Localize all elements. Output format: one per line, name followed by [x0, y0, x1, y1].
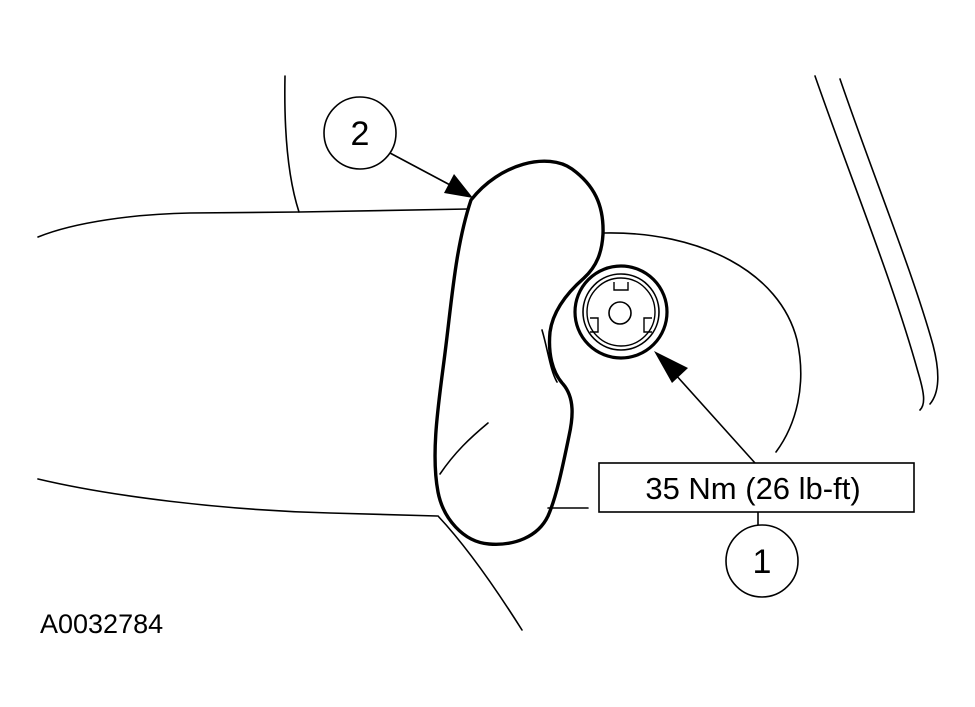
callout-2-bubble — [323, 96, 397, 170]
torque-spec-box — [598, 462, 915, 513]
callout-1-number: 1 — [753, 543, 772, 581]
nut-bore — [608, 301, 632, 325]
knuckle-arc — [603, 232, 802, 453]
leader-lines — [389, 152, 759, 526]
right-panel-outer-edge — [814, 75, 925, 411]
nut-outer-ring — [573, 264, 669, 360]
component-creases — [439, 329, 558, 475]
figure-id: A0032784 — [40, 609, 163, 639]
crease-upper — [541, 329, 558, 383]
torque-spec: 35 Nm (26 lb-ft) — [598, 462, 915, 513]
callout-2-number: 2 — [351, 115, 370, 153]
background-linework — [37, 75, 939, 631]
callout-2: 2 — [323, 96, 397, 170]
nut-locking-tab-top — [613, 282, 629, 291]
fastener-nut — [573, 264, 669, 360]
callout-1-bubble — [725, 524, 799, 598]
crease-lower — [439, 422, 489, 475]
callout-2-arrowhead — [444, 174, 473, 198]
upper-arm-line — [37, 208, 469, 238]
callout-2-leader — [389, 152, 453, 187]
lower-arm-line — [37, 478, 438, 517]
nut-washer-ring — [582, 273, 660, 351]
callout-1-arrowhead — [654, 351, 688, 383]
torque-spec-label: 35 Nm (26 lb-ft) — [645, 471, 860, 506]
callout-1-leader — [674, 373, 756, 464]
callout-1: 1 — [725, 524, 799, 598]
vertical-body-line — [284, 75, 300, 213]
lower-diagonal-line — [437, 515, 523, 631]
component-outline — [433, 159, 605, 546]
nut-locking-tab-right — [643, 317, 652, 333]
right-panel-inner-edge — [839, 78, 939, 405]
nut-locking-tab-left — [590, 317, 599, 333]
nut-flange-ring — [586, 277, 656, 347]
